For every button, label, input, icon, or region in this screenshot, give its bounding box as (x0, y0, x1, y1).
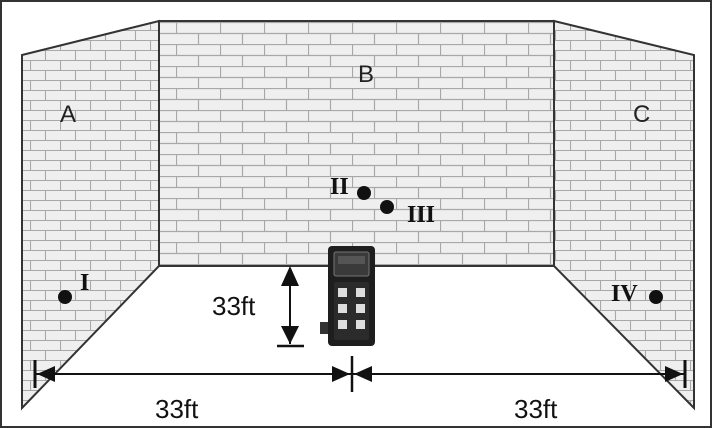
laser-level-icon (320, 246, 375, 346)
back-wall (158, 20, 555, 267)
right-distance-label: 33ft (514, 394, 558, 424)
point-iii-label: III (407, 202, 435, 228)
point-iv-marker (649, 290, 663, 304)
width-dimension (33, 356, 687, 392)
point-iv-label: IV (611, 281, 638, 307)
height-label: 33ft (212, 291, 256, 321)
point-iii-marker (380, 200, 394, 214)
height-dimension (277, 266, 304, 348)
point-i-label: I (80, 270, 89, 296)
point-i-marker (58, 290, 72, 304)
point-ii-marker (357, 186, 371, 200)
point-ii-label: II (330, 174, 349, 200)
wall-label-b: B (358, 61, 374, 88)
left-distance-label: 33ft (155, 394, 199, 424)
wall-label-a: A (60, 101, 76, 128)
right-wall (553, 19, 695, 411)
wall-label-c: C (633, 101, 650, 128)
